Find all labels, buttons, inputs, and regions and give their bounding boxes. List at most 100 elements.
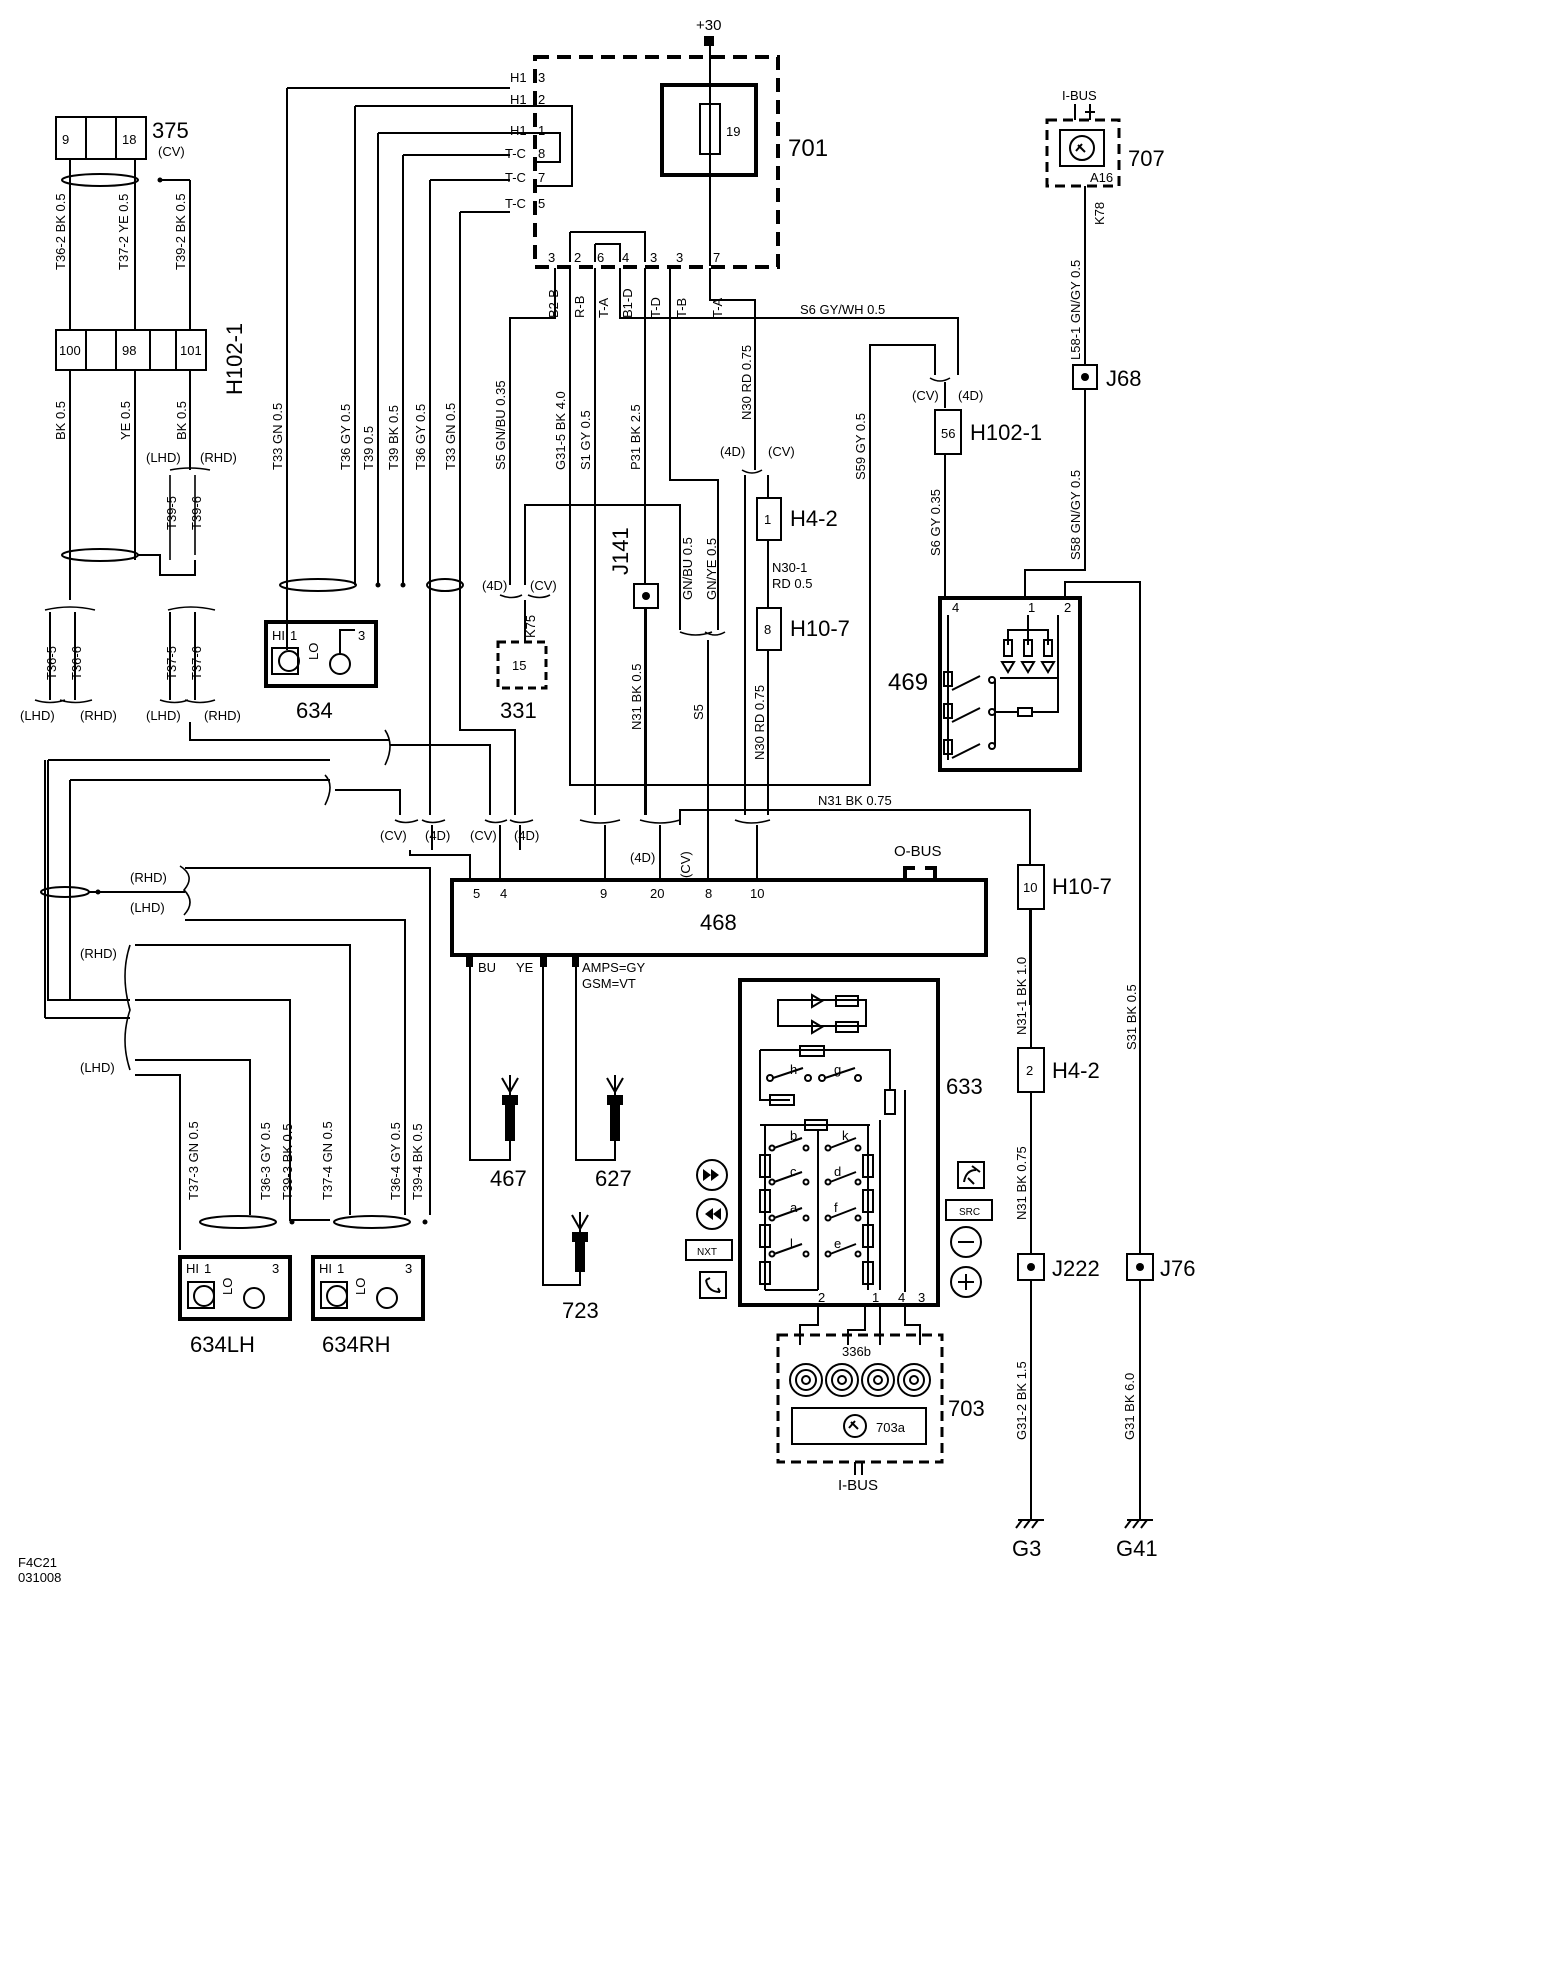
svg-text:S59 GY 0.5: S59 GY 0.5 xyxy=(853,413,868,480)
svg-text:8: 8 xyxy=(705,886,712,901)
svg-text:4: 4 xyxy=(622,250,629,265)
svg-text:3: 3 xyxy=(272,1261,279,1276)
svg-text:J141: J141 xyxy=(608,527,633,575)
svg-text:336b: 336b xyxy=(842,1344,871,1359)
svg-text:H1: H1 xyxy=(510,92,527,107)
svg-text:BU: BU xyxy=(478,960,496,975)
svg-text:J222: J222 xyxy=(1052,1256,1100,1281)
svg-text:T33 GN 0.5: T33 GN 0.5 xyxy=(270,403,285,470)
svg-text:(4D): (4D) xyxy=(958,388,983,403)
coil-module-703: 336b 703a 703 I-BUS xyxy=(776,1333,985,1494)
svg-text:R-B: R-B xyxy=(572,296,587,318)
svg-text:RD 0.5: RD 0.5 xyxy=(772,576,812,591)
phone-icon xyxy=(699,1271,727,1299)
svg-text:GN/BU 0.5: GN/BU 0.5 xyxy=(680,537,695,600)
svg-text:1: 1 xyxy=(1028,600,1035,615)
svg-text:(LHD): (LHD) xyxy=(20,708,55,723)
antenna-467: 467 xyxy=(490,1075,527,1191)
svg-text:I-BUS: I-BUS xyxy=(838,1477,878,1494)
svg-text:T39-2 BK 0.5: T39-2 BK 0.5 xyxy=(173,193,188,270)
svg-text:(CV): (CV) xyxy=(470,828,497,843)
fast-forward-icon xyxy=(696,1159,728,1191)
svg-text:(4D): (4D) xyxy=(425,828,450,843)
svg-text:634RH: 634RH xyxy=(322,1332,390,1357)
svg-text:T36-2 BK 0.5: T36-2 BK 0.5 xyxy=(53,193,68,270)
svg-text:T-D: T-D xyxy=(648,297,663,318)
svg-text:7: 7 xyxy=(538,170,545,185)
svg-text:k: k xyxy=(842,1128,849,1143)
svg-text:3: 3 xyxy=(650,250,657,265)
svg-text:YE: YE xyxy=(516,960,534,975)
svg-text:T39-6: T39-6 xyxy=(189,496,204,530)
svg-text:2: 2 xyxy=(538,92,545,107)
svg-text:G41: G41 xyxy=(1116,1536,1158,1561)
svg-text:(CV): (CV) xyxy=(380,828,407,843)
next-button-icon: NXT xyxy=(685,1239,733,1261)
svg-text:T39 BK 0.5: T39 BK 0.5 xyxy=(386,405,401,470)
svg-text:P31 BK 2.5: P31 BK 2.5 xyxy=(628,404,643,470)
svg-text:N30 RD 0.75: N30 RD 0.75 xyxy=(752,685,767,760)
svg-text:1: 1 xyxy=(538,123,545,138)
svg-text:8: 8 xyxy=(764,622,771,637)
svg-text:B2-B: B2-B xyxy=(546,289,561,318)
svg-text:(4D): (4D) xyxy=(720,444,745,459)
svg-text:H4-2: H4-2 xyxy=(1052,1058,1100,1083)
svg-text:T36-3 GY 0.5: T36-3 GY 0.5 xyxy=(258,1122,273,1200)
svg-text:5: 5 xyxy=(473,886,480,901)
svg-text:(LHD): (LHD) xyxy=(146,450,181,465)
src-button-icon: SRC xyxy=(945,1199,993,1221)
svg-text:T-A: T-A xyxy=(596,297,611,318)
svg-text:N31 BK 0.75: N31 BK 0.75 xyxy=(818,793,892,808)
svg-text:469: 469 xyxy=(888,669,928,696)
svg-text:(4D): (4D) xyxy=(514,828,539,843)
svg-text:G31-2 BK 1.5: G31-2 BK 1.5 xyxy=(1014,1361,1029,1440)
svg-text:b: b xyxy=(790,1128,797,1143)
svg-text:(RHD): (RHD) xyxy=(80,946,117,961)
svg-text:468: 468 xyxy=(700,910,737,935)
svg-text:SRC: SRC xyxy=(959,1207,980,1218)
svg-text:3: 3 xyxy=(405,1261,412,1276)
svg-text:l: l xyxy=(790,1236,793,1251)
switch-469: 4 1 2 469 xyxy=(888,596,1082,772)
svg-text:3: 3 xyxy=(538,70,545,85)
svg-text:AMPS=GY: AMPS=GY xyxy=(582,960,646,975)
svg-text:N30-1: N30-1 xyxy=(772,560,807,575)
svg-text:1: 1 xyxy=(764,512,771,527)
svg-text:g: g xyxy=(834,1062,841,1077)
speaker-634lh: HI 1 LO 3 634LH xyxy=(178,1255,292,1357)
svg-text:701: 701 xyxy=(788,135,828,162)
svg-text:T36-5: T36-5 xyxy=(44,646,59,680)
svg-text:L58-1 GN/GY 0.5: L58-1 GN/GY 0.5 xyxy=(1068,260,1083,360)
svg-text:(CV): (CV) xyxy=(158,144,185,159)
svg-text:634LH: 634LH xyxy=(190,1332,255,1357)
svg-text:467: 467 xyxy=(490,1166,527,1191)
svg-text:T36-4 GY 0.5: T36-4 GY 0.5 xyxy=(388,1122,403,1200)
svg-text:G31 BK 6.0: G31 BK 6.0 xyxy=(1122,1373,1137,1440)
svg-text:T39-3 BK 0.5: T39-3 BK 0.5 xyxy=(280,1123,295,1200)
svg-text:N31 BK 0.5: N31 BK 0.5 xyxy=(629,664,644,731)
svg-text:20: 20 xyxy=(650,886,664,901)
svg-text:1: 1 xyxy=(204,1261,211,1276)
svg-text:G31-5 BK 4.0: G31-5 BK 4.0 xyxy=(553,391,568,470)
svg-text:H4-2: H4-2 xyxy=(790,506,838,531)
svg-text:J68: J68 xyxy=(1106,366,1141,391)
svg-text:(CV): (CV) xyxy=(530,578,557,593)
svg-text:S58 GN/GY 0.5: S58 GN/GY 0.5 xyxy=(1068,470,1083,560)
svg-text:T39-5: T39-5 xyxy=(164,496,179,530)
connector-h4-2-upper: 1 H4-2 xyxy=(756,497,838,541)
svg-text:GSM=VT: GSM=VT xyxy=(582,976,636,991)
svg-text:T37-5: T37-5 xyxy=(164,646,179,680)
svg-text:T-B: T-B xyxy=(674,298,689,318)
voice-icon xyxy=(957,1161,985,1189)
svg-text:634: 634 xyxy=(296,698,333,723)
svg-text:K78: K78 xyxy=(1092,202,1107,225)
svg-text:NXT: NXT xyxy=(697,1247,717,1258)
svg-text:1: 1 xyxy=(290,628,297,643)
svg-text:S5: S5 xyxy=(691,704,706,720)
svg-text:723: 723 xyxy=(562,1298,599,1323)
svg-text:2: 2 xyxy=(574,250,581,265)
svg-text:I-BUS: I-BUS xyxy=(1062,88,1097,103)
svg-text:HI: HI xyxy=(319,1261,332,1276)
svg-text:2: 2 xyxy=(1064,600,1071,615)
